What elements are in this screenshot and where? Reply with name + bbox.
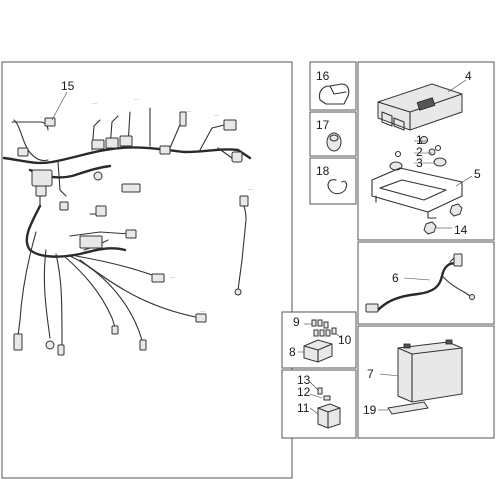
svg-text:——: —— [186,110,192,113]
callout-1: 1 [416,133,423,147]
callout-14: 14 [454,223,468,237]
callout-8: 8 [289,345,296,359]
callout-16: 16 [316,69,330,83]
starter-relay-panel: 13 12 11 [281,369,357,439]
callout-9: 9 [293,315,300,329]
ecu-panel: 4 1 2 3 5 14 [357,61,495,241]
part-box-16: 16 [309,61,357,111]
part-box-18: 18 [309,157,357,205]
svg-text:——: —— [200,310,206,313]
svg-text:——: —— [170,276,176,279]
callout-19: 19 [363,403,377,417]
svg-text:——: —— [214,114,220,117]
callout-18: 18 [316,164,330,178]
callout-11: 11 [297,401,310,415]
callout-10: 10 [338,333,352,347]
harness-6-panel: 6 [357,241,495,325]
svg-text:——: —— [248,188,254,191]
svg-text:——: —— [134,98,140,101]
svg-text:——: —— [92,102,98,105]
callout-2: 2 [416,145,423,159]
callout-13: 13 [297,373,311,387]
part-box-17: 17 [309,111,357,157]
main-harness-panel: — —— —— —— —— —— —— —— 15 [1,61,293,479]
callout-12: 12 [297,385,311,399]
callout-3: 3 [416,156,423,170]
callout-5: 5 [474,167,481,181]
callout-4: 4 [465,69,472,83]
relay-panel: 9 10 8 [281,311,357,369]
callout-17: 17 [316,118,330,132]
callout-7: 7 [367,367,374,381]
callout-15: 15 [61,79,75,93]
svg-text:—: — [40,116,43,119]
callout-6: 6 [392,271,399,285]
battery-panel: 7 19 [357,325,495,439]
